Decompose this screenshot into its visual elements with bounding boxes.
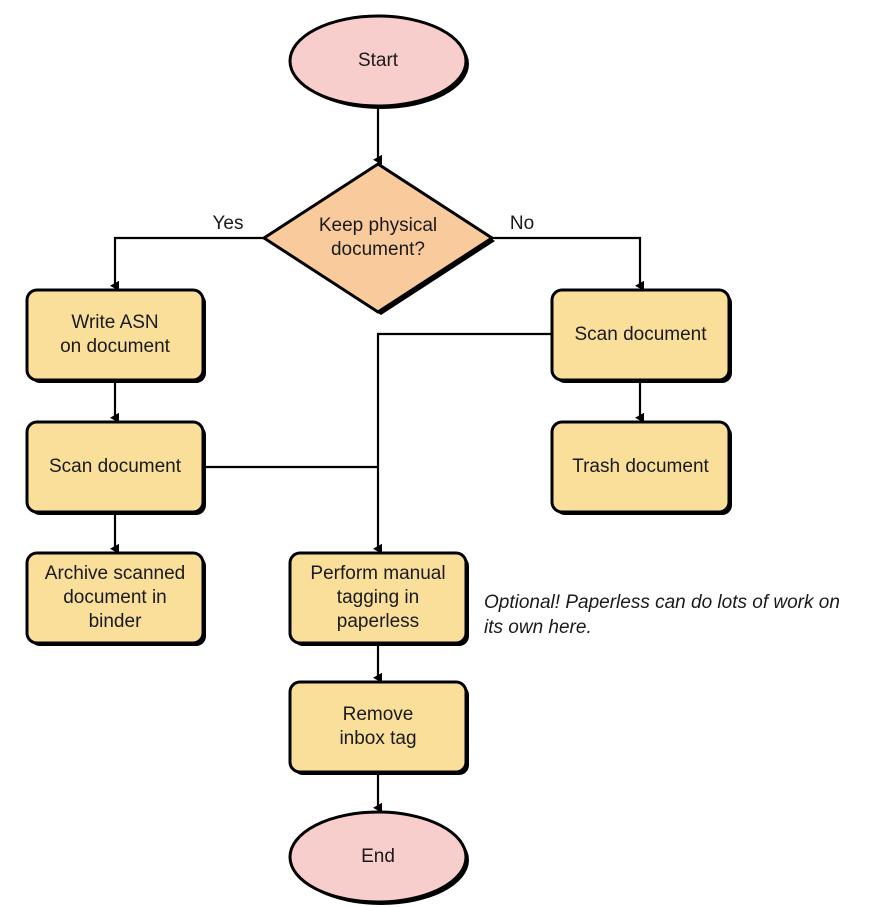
- edge-label-yes: Yes: [213, 213, 244, 234]
- node-start[interactable]: Start: [288, 14, 469, 109]
- node-shape: [288, 810, 468, 904]
- node-shape: [25, 551, 205, 645]
- edge-path: [373, 332, 552, 554]
- node-shape: [25, 420, 205, 514]
- edge-label-no: No: [510, 213, 534, 234]
- node-label: Scan document: [49, 456, 182, 477]
- node-end[interactable]: End: [288, 810, 469, 905]
- node-label: Start: [358, 50, 399, 71]
- node-label: End: [361, 846, 395, 867]
- edges-layer: Yes No: [110, 106, 644, 813]
- node-scan-document-left[interactable]: Scan document: [25, 420, 206, 515]
- node-label: Trash document: [572, 456, 709, 477]
- node-scan-document-right[interactable]: Scan document: [550, 288, 732, 383]
- node-label: Scan document: [574, 324, 707, 345]
- node-shape: [550, 420, 731, 514]
- node-shape: [288, 680, 468, 774]
- edge-decision-yes-to-write-asn: Yes: [110, 213, 264, 291]
- edge-path: [110, 236, 264, 291]
- edge-path: [492, 236, 644, 291]
- node-trash-document[interactable]: Trash document: [550, 420, 732, 515]
- node-shape: [288, 14, 468, 108]
- node-shape: [261, 162, 495, 314]
- node-shape: [288, 551, 468, 645]
- node-shape: [550, 288, 731, 382]
- annotation-optional-note: Optional! Paperless can do lots of work …: [484, 592, 840, 638]
- edge-scan-document-right-to-tagging: [373, 332, 552, 554]
- edge-decision-no-to-scan-document-right: No: [492, 213, 644, 291]
- annotations-layer: Optional! Paperless can do lots of work …: [484, 592, 840, 638]
- node-shape: [25, 288, 205, 382]
